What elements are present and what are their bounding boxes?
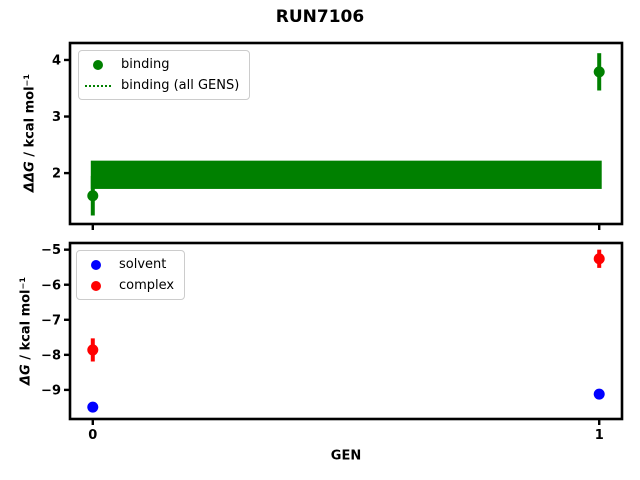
legend-label-binding-all-gens: binding (all GENS) — [121, 78, 240, 93]
ytick-label-top: 4 — [52, 54, 61, 69]
ylabel-top-panel: ΔΔG / kcal mol⁻¹ — [23, 74, 38, 192]
xtick-label-bottom: 1 — [595, 428, 604, 443]
binding-all-gens--band — [90, 160, 602, 189]
ytick-label-top: 3 — [52, 110, 61, 125]
xtick-label-bottom: 0 — [88, 428, 97, 443]
binding-dot-icon — [93, 59, 103, 70]
binding-point-gen1 — [593, 66, 605, 78]
binding-point-gen0 — [87, 190, 99, 202]
ylabel-bottom-units: / kcal mol⁻¹ — [18, 276, 34, 365]
figure-title: RUN7106 — [275, 7, 365, 27]
ytick-label-bottom: −8 — [41, 348, 61, 363]
legend-item-binding-all-gens: binding (all GENS) — [85, 75, 239, 96]
legend-top-panel: binding binding (all GENS) — [78, 50, 251, 100]
ylabel-top-units: / kcal mol⁻¹ — [22, 73, 38, 162]
legend-label-binding: binding — [121, 57, 170, 72]
solvent-marker-swatch-box — [83, 259, 109, 270]
complex-dot-icon — [91, 280, 101, 291]
ylabel-bottom-panel: ΔG / kcal mol⁻¹ — [19, 277, 34, 385]
binding-marker-swatch-box — [85, 59, 111, 70]
complex-point-gen1 — [593, 253, 605, 265]
plot-border-bottom — [68, 241, 624, 421]
xlabel: GEN — [330, 448, 362, 464]
complex-point-gen0 — [87, 344, 99, 356]
complex-marker-swatch-box — [83, 280, 109, 291]
legend-item-solvent: solvent — [83, 254, 174, 275]
solvent-dot-icon — [91, 259, 101, 270]
legend-item-binding: binding — [85, 54, 239, 75]
ylabel-top-math: ΔΔG — [22, 161, 38, 193]
legend-bottom-panel: solvent complex — [76, 250, 186, 300]
plot-border-top — [68, 41, 624, 226]
ylabel-bottom-math: ΔG — [18, 364, 34, 386]
dotted-line-icon — [85, 84, 111, 87]
binding-all-gens-swatch-box — [85, 84, 111, 87]
ytick-label-bottom: −9 — [41, 383, 61, 398]
legend-item-complex: complex — [83, 275, 174, 296]
solvent-point-gen1 — [593, 388, 605, 400]
ytick-label-bottom: −6 — [41, 278, 61, 293]
ytick-label-bottom: −5 — [41, 243, 61, 258]
ytick-label-top: 2 — [52, 167, 61, 182]
legend-label-complex: complex — [119, 278, 175, 293]
ytick-label-bottom: −7 — [41, 313, 61, 328]
solvent-point-gen0 — [87, 401, 99, 413]
legend-label-solvent: solvent — [119, 257, 167, 272]
